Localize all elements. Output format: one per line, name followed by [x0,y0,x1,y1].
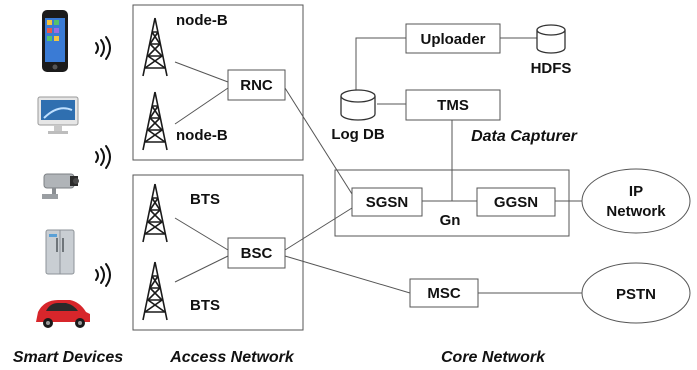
edge-nodeb-top-rnc [174,61,229,83]
edge-bts-top-bsc [174,217,229,251]
wireless-signal-icon [95,145,111,169]
edge-nodeb-bottom-rnc [174,87,229,125]
bts-bottom-label: BTS [190,297,220,314]
tower-icon [142,183,168,243]
access-network-3g-frame [132,4,304,161]
edge-rnc-sgsn [284,87,353,195]
uploader-box [405,23,501,54]
access-network-2g-frame [132,174,304,331]
rnc-box [227,69,286,101]
ggsn-box [476,187,556,217]
connections [174,37,583,294]
hdfs-database-icon [536,24,566,54]
smart-devices-caption: Smart Devices [13,349,123,366]
edge-logdb-uploader [355,37,406,90]
uploader-label: Uploader [420,31,485,48]
data-capturer-label: Data Capturer [471,128,578,145]
edge-bsc-sgsn [284,207,353,251]
node-b-bottom-label: node-B [176,127,228,144]
msc-label: MSC [427,285,461,302]
bsc-label: BSC [241,245,273,262]
tms-label: TMS [437,97,469,114]
bsc-box [227,237,286,269]
refrigerator-icon [45,229,75,275]
node-b-top-label: node-B [176,12,228,29]
car-icon [36,300,90,328]
tower-icon [142,91,168,151]
desktop-computer-icon [37,96,79,134]
ip-network-ellipse [581,168,691,234]
edge-bsc-msc [284,255,411,294]
sgsn-label: SGSN [366,194,409,211]
smartphone-icon [42,10,68,72]
tms-box [405,89,501,121]
ip-network-label-line1: IP [629,183,643,200]
security-camera-icon [42,173,79,199]
wireless-signal-icon [95,36,111,60]
log-db-label: Log DB [331,126,384,143]
pstn-ellipse [581,262,691,324]
core-network-frame [334,169,570,237]
rnc-label: RNC [240,77,273,94]
log-db-database-icon [340,89,376,121]
hdfs-label: HDFS [531,60,572,77]
wireless-signal-icon [95,263,111,287]
msc-box [409,278,479,308]
tower-icon [142,17,168,77]
bts-top-label: BTS [190,191,220,208]
ip-network-label-line2: Network [606,203,666,220]
tower-icon [142,261,168,321]
access-network-caption: Access Network [169,349,295,366]
gn-interface-label: Gn [440,212,461,229]
core-network-caption: Core Network [441,349,546,366]
pstn-label: PSTN [616,286,656,303]
sgsn-box [351,187,423,217]
edge-bts-bottom-bsc [174,255,229,283]
ggsn-label: GGSN [494,194,538,211]
